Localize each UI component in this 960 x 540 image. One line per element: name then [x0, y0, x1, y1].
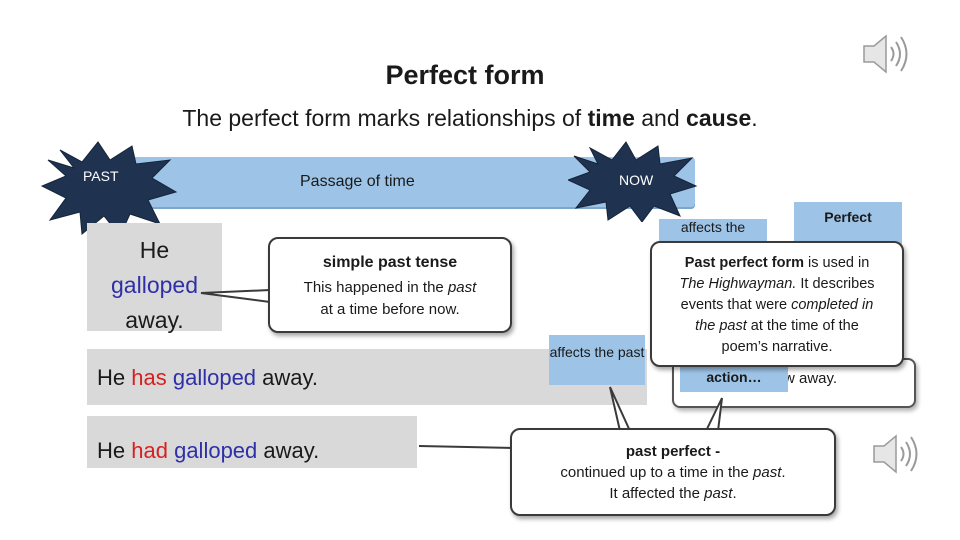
callout-body: Past perfect form is used in The Highway…	[652, 253, 902, 358]
callout-em: past	[447, 279, 477, 296]
example-away: away.	[256, 365, 318, 390]
callout-text: poem’s narrative.	[721, 339, 833, 355]
callout-text: It affected the	[609, 485, 705, 502]
subtitle-and: and	[634, 105, 687, 131]
perfect-text: Perfect	[824, 209, 872, 225]
speaker-icon[interactable]	[868, 430, 928, 478]
callout-simple-past: simple past tense This happened in the p…	[268, 237, 512, 333]
example-aux: has	[131, 365, 167, 390]
speaker-icon[interactable]	[858, 30, 918, 78]
example-simple-past: He galloped away.	[87, 223, 222, 333]
callout-body: This happened in the past at a time befo…	[270, 277, 510, 321]
past-burst	[40, 141, 178, 237]
example-verb: galloped	[166, 365, 257, 390]
callout-highwayman: Past perfect form is used in The Highway…	[650, 241, 904, 367]
slide-subtitle: The perfect form marks relationships of …	[0, 105, 940, 132]
slide-title: Perfect form	[385, 60, 545, 90]
callout-text: .	[781, 464, 786, 481]
past-label: PAST	[83, 168, 119, 184]
affects-now-text: affects the	[680, 219, 746, 235]
callout-text: This happened in the	[303, 279, 448, 296]
callout-body: past perfect - continued up to a time in…	[512, 441, 834, 504]
callout-em: The Highwayman.	[679, 276, 797, 292]
example-verb: galloped	[111, 272, 198, 298]
example-verb: galloped	[167, 438, 258, 463]
subtitle-prefix: The perfect form marks relationships of	[182, 105, 588, 131]
callout-text: events that were	[680, 297, 792, 313]
callout-text: It describes	[796, 276, 875, 292]
subtitle-period: .	[751, 105, 758, 131]
now-burst	[568, 141, 698, 222]
action-box: action…	[680, 362, 788, 392]
callout-heading: simple past tense	[322, 254, 458, 271]
example-he: He	[97, 438, 132, 463]
example-away: away.	[125, 307, 184, 333]
example-he: He	[139, 237, 170, 263]
callout-em: past	[753, 464, 782, 481]
passage-label: Passage of time	[300, 173, 415, 190]
callout-em: completed in	[791, 297, 874, 313]
now-label: NOW	[619, 172, 654, 188]
example-past-perfect: He had galloped away.	[87, 416, 417, 468]
callout-em: past	[704, 485, 733, 502]
action-text: action…	[706, 369, 762, 385]
subtitle-time: time	[587, 105, 635, 131]
example-away: away.	[257, 438, 320, 463]
callout-text: continued up to a time in the	[560, 464, 754, 481]
affects-past-box: affects the past	[549, 335, 645, 385]
callout-bold: Past perfect form	[684, 255, 804, 271]
callout-heading: past perfect -	[625, 443, 721, 460]
callout-text: at a time before now.	[320, 301, 460, 318]
subtitle-cause: cause	[686, 105, 752, 131]
callout-text: is used in	[803, 255, 870, 271]
callout-text: .	[732, 485, 737, 502]
example-he: He	[97, 365, 132, 390]
affects-past-text: affects the past	[549, 344, 645, 360]
callout-text: at the time of the	[746, 318, 859, 334]
callout-past-perfect: past perfect - continued up to a time in…	[510, 428, 836, 516]
example-aux: had	[131, 438, 168, 463]
right-example-tail: w away.	[784, 370, 838, 387]
callout-em: the past	[695, 318, 747, 334]
